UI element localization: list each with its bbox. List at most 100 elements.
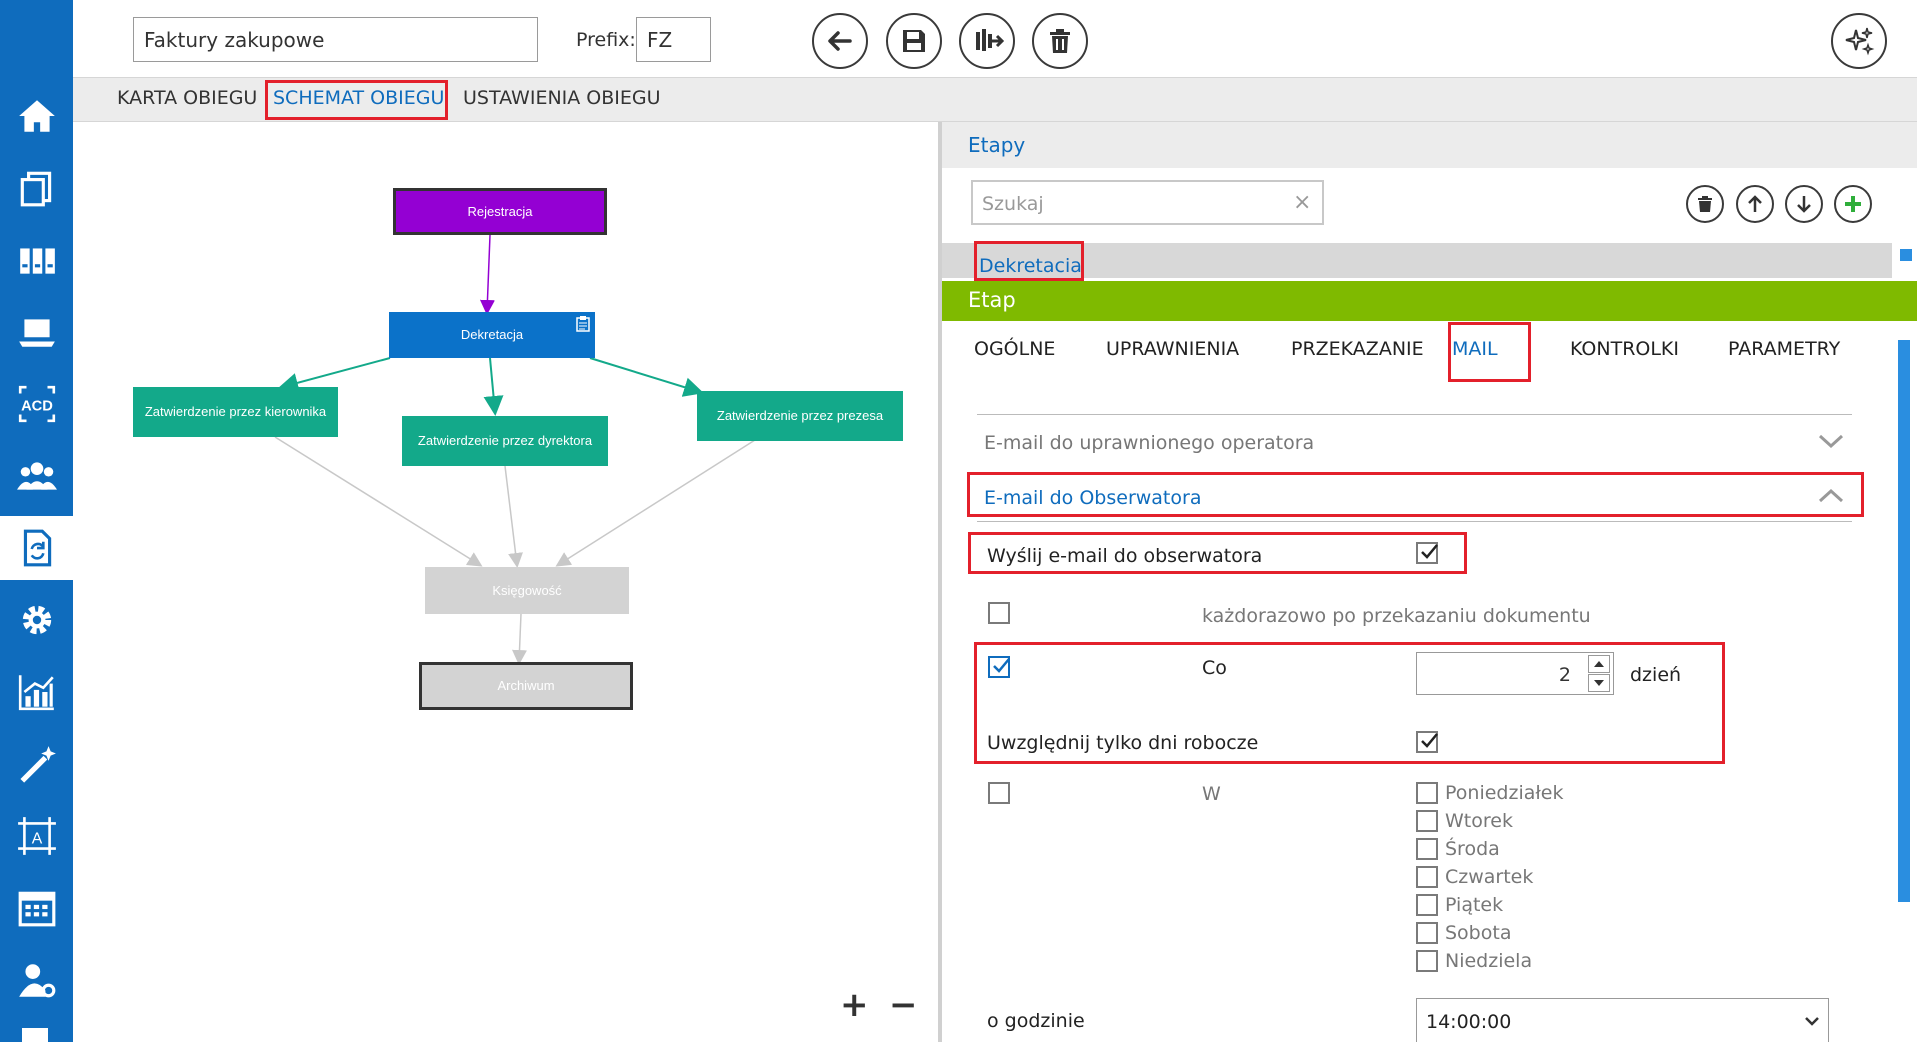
node-zatwierdzenie-dyrektora[interactable]: Zatwierdzenie przez dyrektora <box>402 416 608 466</box>
node-zatwierdzenie-prezesa[interactable]: Zatwierdzenie przez prezesa <box>697 391 903 441</box>
back-button[interactable] <box>812 13 868 69</box>
clear-search-icon[interactable]: × <box>1293 190 1312 215</box>
prefix-value: FZ <box>647 27 673 52</box>
day-label-czwartek: Czwartek <box>1445 866 1534 888</box>
home-icon[interactable] <box>0 84 73 148</box>
tab-schemat-obiegu[interactable]: SCHEMAT OBIEGU <box>273 87 445 109</box>
highlight-schemat-tab <box>265 80 448 120</box>
zoom-in-button[interactable]: + <box>840 985 869 1025</box>
stage-dekretacja[interactable]: Dekretacia <box>979 255 1082 277</box>
day-checkbox-niedziela[interactable] <box>1416 950 1438 972</box>
tab-kontrolki[interactable]: KONTROLKI <box>1570 338 1679 360</box>
ai-assistant-button[interactable] <box>1831 13 1887 69</box>
w-checkbox[interactable] <box>988 782 1010 804</box>
co-label: Co <box>1202 657 1227 679</box>
day-label-wtorek: Wtorek <box>1445 810 1513 832</box>
tab-mail[interactable]: MAIL <box>1452 338 1498 360</box>
save-and-close-button[interactable] <box>959 13 1015 69</box>
section-email-operator[interactable]: E-mail do uprawnionego operatora <box>984 432 1315 454</box>
calendar-icon[interactable] <box>0 876 73 940</box>
each-transfer-checkbox[interactable] <box>988 602 1010 624</box>
workflow-name-field[interactable]: Faktury zakupowe <box>133 17 538 62</box>
tab-ogolne[interactable]: OGÓLNE <box>974 338 1056 360</box>
node-rejestracja-label: Rejestracja <box>467 203 533 219</box>
tab-parametry[interactable]: PARAMETRY <box>1728 338 1841 360</box>
co-checkbox[interactable] <box>988 656 1010 678</box>
zoom-out-button[interactable]: − <box>889 985 918 1025</box>
chevron-up-icon[interactable] <box>1818 488 1844 504</box>
move-down-button[interactable] <box>1785 185 1823 223</box>
checkmark-icon <box>993 658 1010 673</box>
day-checkbox-wtorek[interactable] <box>1416 810 1438 832</box>
etap-header <box>942 281 1917 321</box>
clipboard-icon <box>576 316 590 332</box>
day-checkbox-poniedzialek[interactable] <box>1416 782 1438 804</box>
day-label-piatek: Piątek <box>1445 894 1504 916</box>
acd-icon[interactable]: ACD <box>0 372 73 436</box>
save-close-icon <box>976 29 1004 51</box>
workdays-checkbox[interactable] <box>1416 731 1438 753</box>
node-zatwierdzenie-kierownika[interactable]: Zatwierdzenie przez kierownika <box>133 387 338 437</box>
highlight-stage <box>974 241 1084 281</box>
stage-list-row[interactable] <box>942 243 1892 278</box>
vertical-scrollbar[interactable] <box>1898 340 1910 902</box>
magic-wand-icon[interactable] <box>0 732 73 796</box>
chevron-down-icon[interactable] <box>1818 433 1844 449</box>
analytics-chart-icon[interactable] <box>0 660 73 724</box>
user-settings-icon[interactable] <box>0 948 73 1012</box>
diagram-connectors <box>274 234 756 665</box>
tab-ustawienia-obiegu[interactable]: USTAWIENIA OBIEGU <box>463 87 661 109</box>
node-rejestracja[interactable]: Rejestracja <box>393 188 607 235</box>
etapy-title: Etapy <box>968 133 1026 157</box>
documents-icon[interactable] <box>0 156 73 220</box>
move-up-button[interactable] <box>1736 185 1774 223</box>
etap-title: Etap <box>968 288 1016 312</box>
highlight-interval-settings <box>974 642 1725 764</box>
tab-karta-obiegu[interactable]: KARTA OBIEGU <box>117 87 258 109</box>
text-frame-icon[interactable]: A <box>0 804 73 868</box>
etapy-header <box>942 122 1917 168</box>
list-scroll-indicator[interactable] <box>1900 249 1912 261</box>
arrow-left-icon <box>828 31 852 51</box>
delete-stage-button[interactable] <box>1686 185 1724 223</box>
arrow-up-icon <box>1748 195 1762 212</box>
subtab-bar <box>73 77 1917 122</box>
section-email-observer[interactable]: E-mail do Obserwatora <box>984 487 1202 509</box>
more-nav-icon[interactable] <box>22 1028 48 1042</box>
node-archiwum[interactable]: Archiwum <box>419 662 633 710</box>
send-email-checkbox[interactable] <box>1416 542 1438 564</box>
laptop-icon[interactable] <box>0 300 73 364</box>
highlight-observer-section <box>967 472 1864 517</box>
sparkles-icon <box>1845 27 1875 56</box>
day-checkbox-czwartek[interactable] <box>1416 866 1438 888</box>
tab-przekazanie[interactable]: PRZEKAZANIE <box>1291 338 1424 360</box>
stage-search-input[interactable]: Szukaj × <box>971 180 1324 225</box>
panel-splitter[interactable] <box>938 122 942 1042</box>
triangle-up-icon <box>1594 661 1604 667</box>
hour-value: 14:00:00 <box>1426 1011 1512 1033</box>
save-button[interactable] <box>886 13 942 69</box>
send-email-label: Wyślij e-mail do obserwatora <box>987 545 1263 567</box>
gear-icon[interactable] <box>0 588 73 652</box>
users-group-icon[interactable] <box>0 444 73 508</box>
day-checkbox-piatek[interactable] <box>1416 894 1438 916</box>
tab-uprawnienia[interactable]: UPRAWNIENIA <box>1106 338 1240 360</box>
binders-icon[interactable] <box>0 228 73 292</box>
workflow-document-icon[interactable] <box>0 516 73 580</box>
divider <box>977 414 1852 415</box>
node-archiwum-label: Archiwum <box>497 678 555 693</box>
add-stage-button[interactable] <box>1834 185 1872 223</box>
stepper-up-button[interactable] <box>1588 655 1610 673</box>
node-prezes-label: Zatwierdzenie przez prezesa <box>716 408 884 423</box>
day-checkbox-sroda[interactable] <box>1416 838 1438 860</box>
delete-button[interactable] <box>1032 13 1088 69</box>
node-ksiegowosc[interactable]: Księgowość <box>425 567 629 614</box>
plus-icon <box>1845 196 1861 212</box>
prefix-field[interactable]: FZ <box>636 17 711 62</box>
day-checkbox-sobota[interactable] <box>1416 922 1438 944</box>
checkmark-icon <box>1421 733 1438 748</box>
node-dekretacja[interactable]: Dekretacja <box>389 312 595 358</box>
hour-select[interactable]: 14:00:00 <box>1416 998 1829 1042</box>
stepper-down-button[interactable] <box>1588 674 1610 692</box>
co-interval-stepper[interactable]: 2 <box>1416 652 1614 695</box>
